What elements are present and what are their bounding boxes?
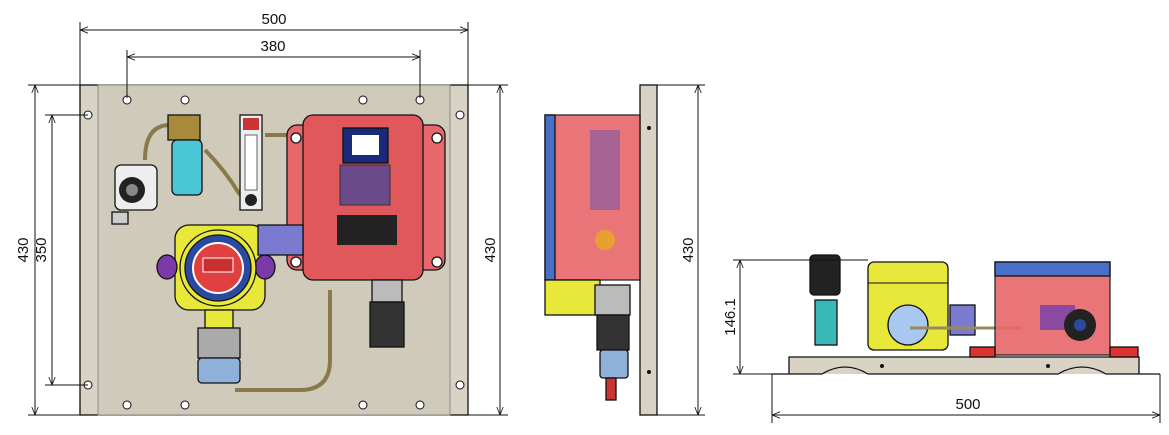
gas-detector <box>156 224 304 329</box>
dimension-depth-146-1: 146.1 <box>722 298 739 336</box>
dimension-side-height-430: 430 <box>680 237 697 262</box>
flowmeter <box>239 114 263 211</box>
front-dimensions: 500 380 430 350 430 <box>15 11 508 416</box>
base-plate <box>772 356 1160 375</box>
bottom-view: 146.1 500 <box>722 254 1161 423</box>
dimension-height-430-right: 430 <box>482 237 499 262</box>
sensor-head <box>197 327 241 384</box>
side-view: 430 <box>544 84 705 416</box>
front-view <box>79 84 469 416</box>
pressure-regulator <box>111 164 158 225</box>
dimension-hole-vertical-350: 350 <box>33 237 50 262</box>
gas-tubing <box>143 123 332 392</box>
dimension-width-500: 500 <box>261 11 286 28</box>
mounting-holes <box>83 95 465 410</box>
dimension-height-430: 430 <box>15 237 32 262</box>
junction-box <box>286 114 446 281</box>
dimension-hole-spacing-380: 380 <box>260 38 285 55</box>
side-plate <box>639 84 658 416</box>
dimension-bottom-width-500: 500 <box>955 396 980 413</box>
solenoid-valve <box>167 114 203 196</box>
cable-gland <box>369 279 405 348</box>
